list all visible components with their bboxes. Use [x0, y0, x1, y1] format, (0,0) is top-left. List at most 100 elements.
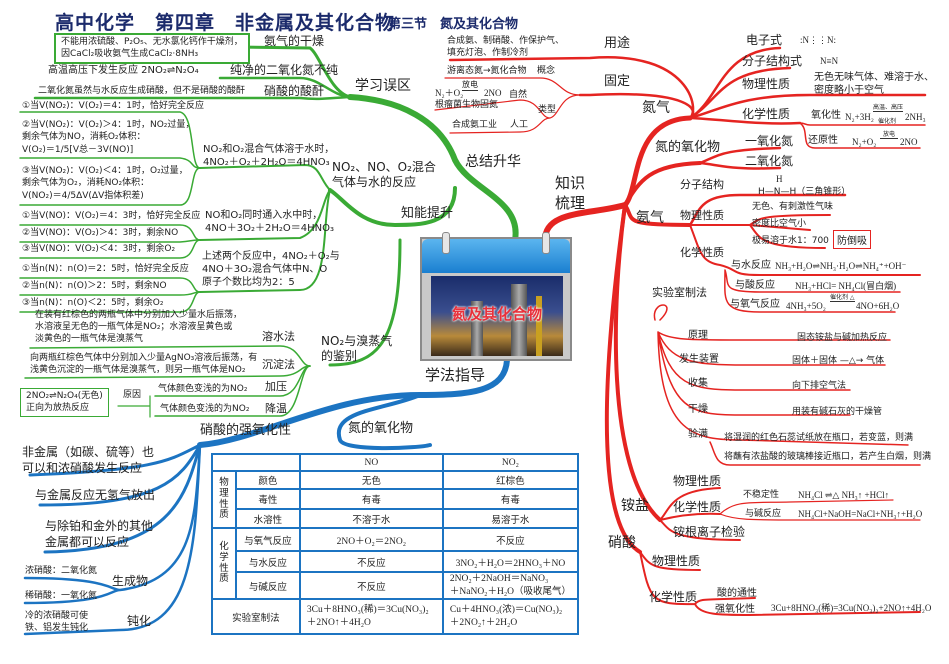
method-desc: 向两瓶红棕色气体中分别加入少量AgNO₃溶液后振荡，有: [30, 353, 258, 363]
eq-right: 2NH₃: [905, 112, 926, 122]
structure-atom: H: [776, 174, 783, 184]
mistake-note: 高温高压下发生反应 2NO₂⇌N₂O₄: [48, 65, 199, 76]
card-title: 氮及其化合物: [451, 305, 542, 323]
cell: 有毒: [441, 488, 580, 510]
red-branches: [434, 46, 927, 617]
products-label: 生成物: [112, 574, 149, 588]
cell: 不反应: [441, 527, 580, 552]
row-label: 水溶性: [235, 508, 301, 529]
structure-label: 分子结构式: [742, 54, 803, 68]
case-item: 剩余气体为NO，消耗O₂体积：: [22, 132, 146, 142]
note-line: 因CaCl₂吸收氨气生成CaCl₂·8NH₃: [61, 48, 199, 59]
reaction-eq: 3Cu+8HNO₃(稀)=3Cu(NO₃)₂+2NO↑+4H₂O: [771, 603, 932, 613]
oxid-item: 金属都可以反应: [45, 535, 130, 549]
branch-summary: 总结升华: [465, 154, 521, 170]
reaction-label: 与水反应: [731, 260, 771, 271]
case-item: ③当n(N)：n(O)＜2：5时，剩余O₂: [22, 298, 164, 308]
concept-label: 概念: [537, 66, 556, 76]
physical-label: 物理性质: [742, 77, 791, 91]
nitric-chemical: 化学性质: [649, 590, 698, 604]
oxide-item: 二氧化氮: [745, 154, 794, 168]
lab-step-value: 向下排空气法: [792, 381, 847, 391]
lab-step-value: 固态铵盐与碱加热反应: [797, 333, 888, 343]
method-pressure: 加压: [265, 380, 287, 393]
branch-knowledge: 梳理: [555, 194, 586, 212]
lab-step-label: 验满: [688, 429, 708, 440]
reason-label: 原因: [123, 390, 142, 400]
case-item: ③当V(NO₂)：V(O₂)＜4：1时，O₂过量，: [22, 166, 188, 176]
passivation-label: 钝化: [127, 614, 152, 628]
reaction-label: 与碱反应: [745, 509, 782, 519]
use-desc: 合成氨、制硝酸、作保护气、: [447, 36, 565, 46]
fixation-concept: 游离态氮→氮化合物: [447, 66, 527, 76]
lab-step-value: 固体＋固体 —△→ 气体: [792, 356, 885, 366]
chemical-label: 化学性质: [742, 107, 791, 121]
row-label: 颜色: [235, 470, 301, 490]
eq-right: 2NO: [900, 137, 918, 147]
reaction-label: 与氧气反应: [730, 299, 780, 310]
branch-method: 学法指导: [425, 366, 486, 384]
topic-oxides: 氮的氧化物: [655, 140, 721, 155]
case-item: ①当V(NO)：V(O₂)＝4：3时，恰好完全反应: [22, 211, 201, 221]
mistake-no2-impure: 纯净的二氧化氮不纯: [230, 63, 339, 77]
electron-formula: :N⋮⋮N:: [800, 35, 836, 45]
blue-branches: [23, 357, 510, 636]
nitric-oxidizing-label: 硝酸的强氧化性: [200, 423, 292, 438]
case-item: ②当V(NO₂)：V(O₂)＞4：1时，NO₂过量，: [22, 120, 195, 130]
structure-formula: N≡N: [820, 56, 839, 66]
eq-condition: 催化剂: [878, 118, 897, 125]
ammonia-structure: H—N—H（三角锥形）: [758, 187, 851, 197]
cell-line: Cu＋4HNO₃(浓)＝Cu(NO₃)₂: [449, 605, 563, 616]
row-label: 实验室制法: [211, 598, 301, 635]
natural-label: 自然: [509, 90, 528, 100]
nitric-oxidizing: 强氧化性: [715, 604, 755, 615]
identify-label: 的鉴别: [321, 349, 358, 363]
green-branches: [19, 45, 519, 418]
mix-label: 气体与水的反应: [332, 175, 417, 189]
topic-nitrogen: 氮气: [642, 100, 670, 116]
cell: 不反应: [298, 550, 444, 573]
eq-right: 4NO+6H₂O: [856, 301, 900, 311]
method-desc: 浅黄色沉淀的一瓶气体是溴蒸气，则另一瓶气体是NO₂: [30, 365, 246, 375]
case-item: ①当n(N)：n(O)＝2：5时，恰好完全反应: [22, 264, 189, 274]
eq-condition: 高温、高压: [873, 104, 904, 113]
oxides-table-label: 氮的氧化物: [348, 421, 414, 436]
passivation-desc: 铁、铝发生钝化: [25, 623, 89, 633]
mistake-note: 二氧化氮虽然与水反应生成硝酸，但不是硝酸的酸酐: [38, 86, 246, 96]
artificial-label: 人工: [510, 120, 529, 130]
eq-right: 2NO: [484, 88, 502, 98]
lab-step-value: 将湿润的红色石蕊试纸放在瓶口，若变蓝，则满: [724, 433, 914, 443]
passivation-desc: 冷的浓硝酸可使: [25, 611, 89, 621]
reason-line: 正向为放热反应: [26, 402, 90, 413]
case-item: ②当V(NO)：V(O₂)＞4：3时，剩余NO: [22, 228, 179, 238]
reaction-eq: NH₄Cl+NaOH=NaCl+NH₃↑+H₂O: [798, 509, 923, 519]
eq-left: N₂+3H₂: [845, 112, 874, 122]
use-desc: 填充灯泡、作制冷剂: [447, 48, 529, 58]
method-cool: 降温: [265, 402, 287, 415]
physical-item: 极易溶于水1：700: [752, 236, 829, 246]
cell: 易溶于水: [441, 508, 580, 529]
cell: 3Cu＋8HNO₃(稀)＝3Cu(NO₃)₂＋2NO↑＋4H₂O: [298, 598, 444, 635]
ammonia-structure-label: 分子结构: [680, 178, 724, 191]
identify-label: NO₂与溴蒸气: [321, 334, 393, 348]
group-chemical: 化学性质: [211, 527, 237, 600]
oxid-item: 可以和浓硝酸发生反应: [22, 461, 143, 475]
section-subtitle: 第三节 氮及其化合物: [388, 17, 519, 32]
cell: 不反应: [298, 571, 444, 600]
cell: 3NO₂＋H₂O＝2HNO₃＋NO: [441, 550, 580, 573]
branch-ability: 知能提升: [401, 206, 454, 221]
ratio-desc: 原子个数比均为2：5: [202, 277, 295, 288]
note-line: 不能用浓硫酸、P₂O₅、无水氯化钙作干燥剂，: [61, 37, 243, 47]
physical-item: 密度比空气小: [752, 219, 807, 229]
oxid-item: 与除铂和金外的其他: [45, 519, 154, 533]
case-item: ①当V(NO₂)：V(O₂)＝4：1时，恰好完全反应: [22, 101, 204, 111]
physical-item: 无色、有刺激性气味: [752, 202, 834, 212]
cell: 红棕色: [441, 470, 580, 490]
case-item: ③当V(NO)：V(O₂)＜4：3时，剩余O₂: [22, 244, 176, 254]
reaction-label: 不稳定性: [743, 490, 780, 500]
case-item: ②当n(N)：n(O)＞2：5时，剩余NO: [22, 281, 167, 291]
group-physical: 物理性质: [211, 470, 237, 529]
product-item: 浓硝酸：二氧化氮: [25, 566, 98, 576]
